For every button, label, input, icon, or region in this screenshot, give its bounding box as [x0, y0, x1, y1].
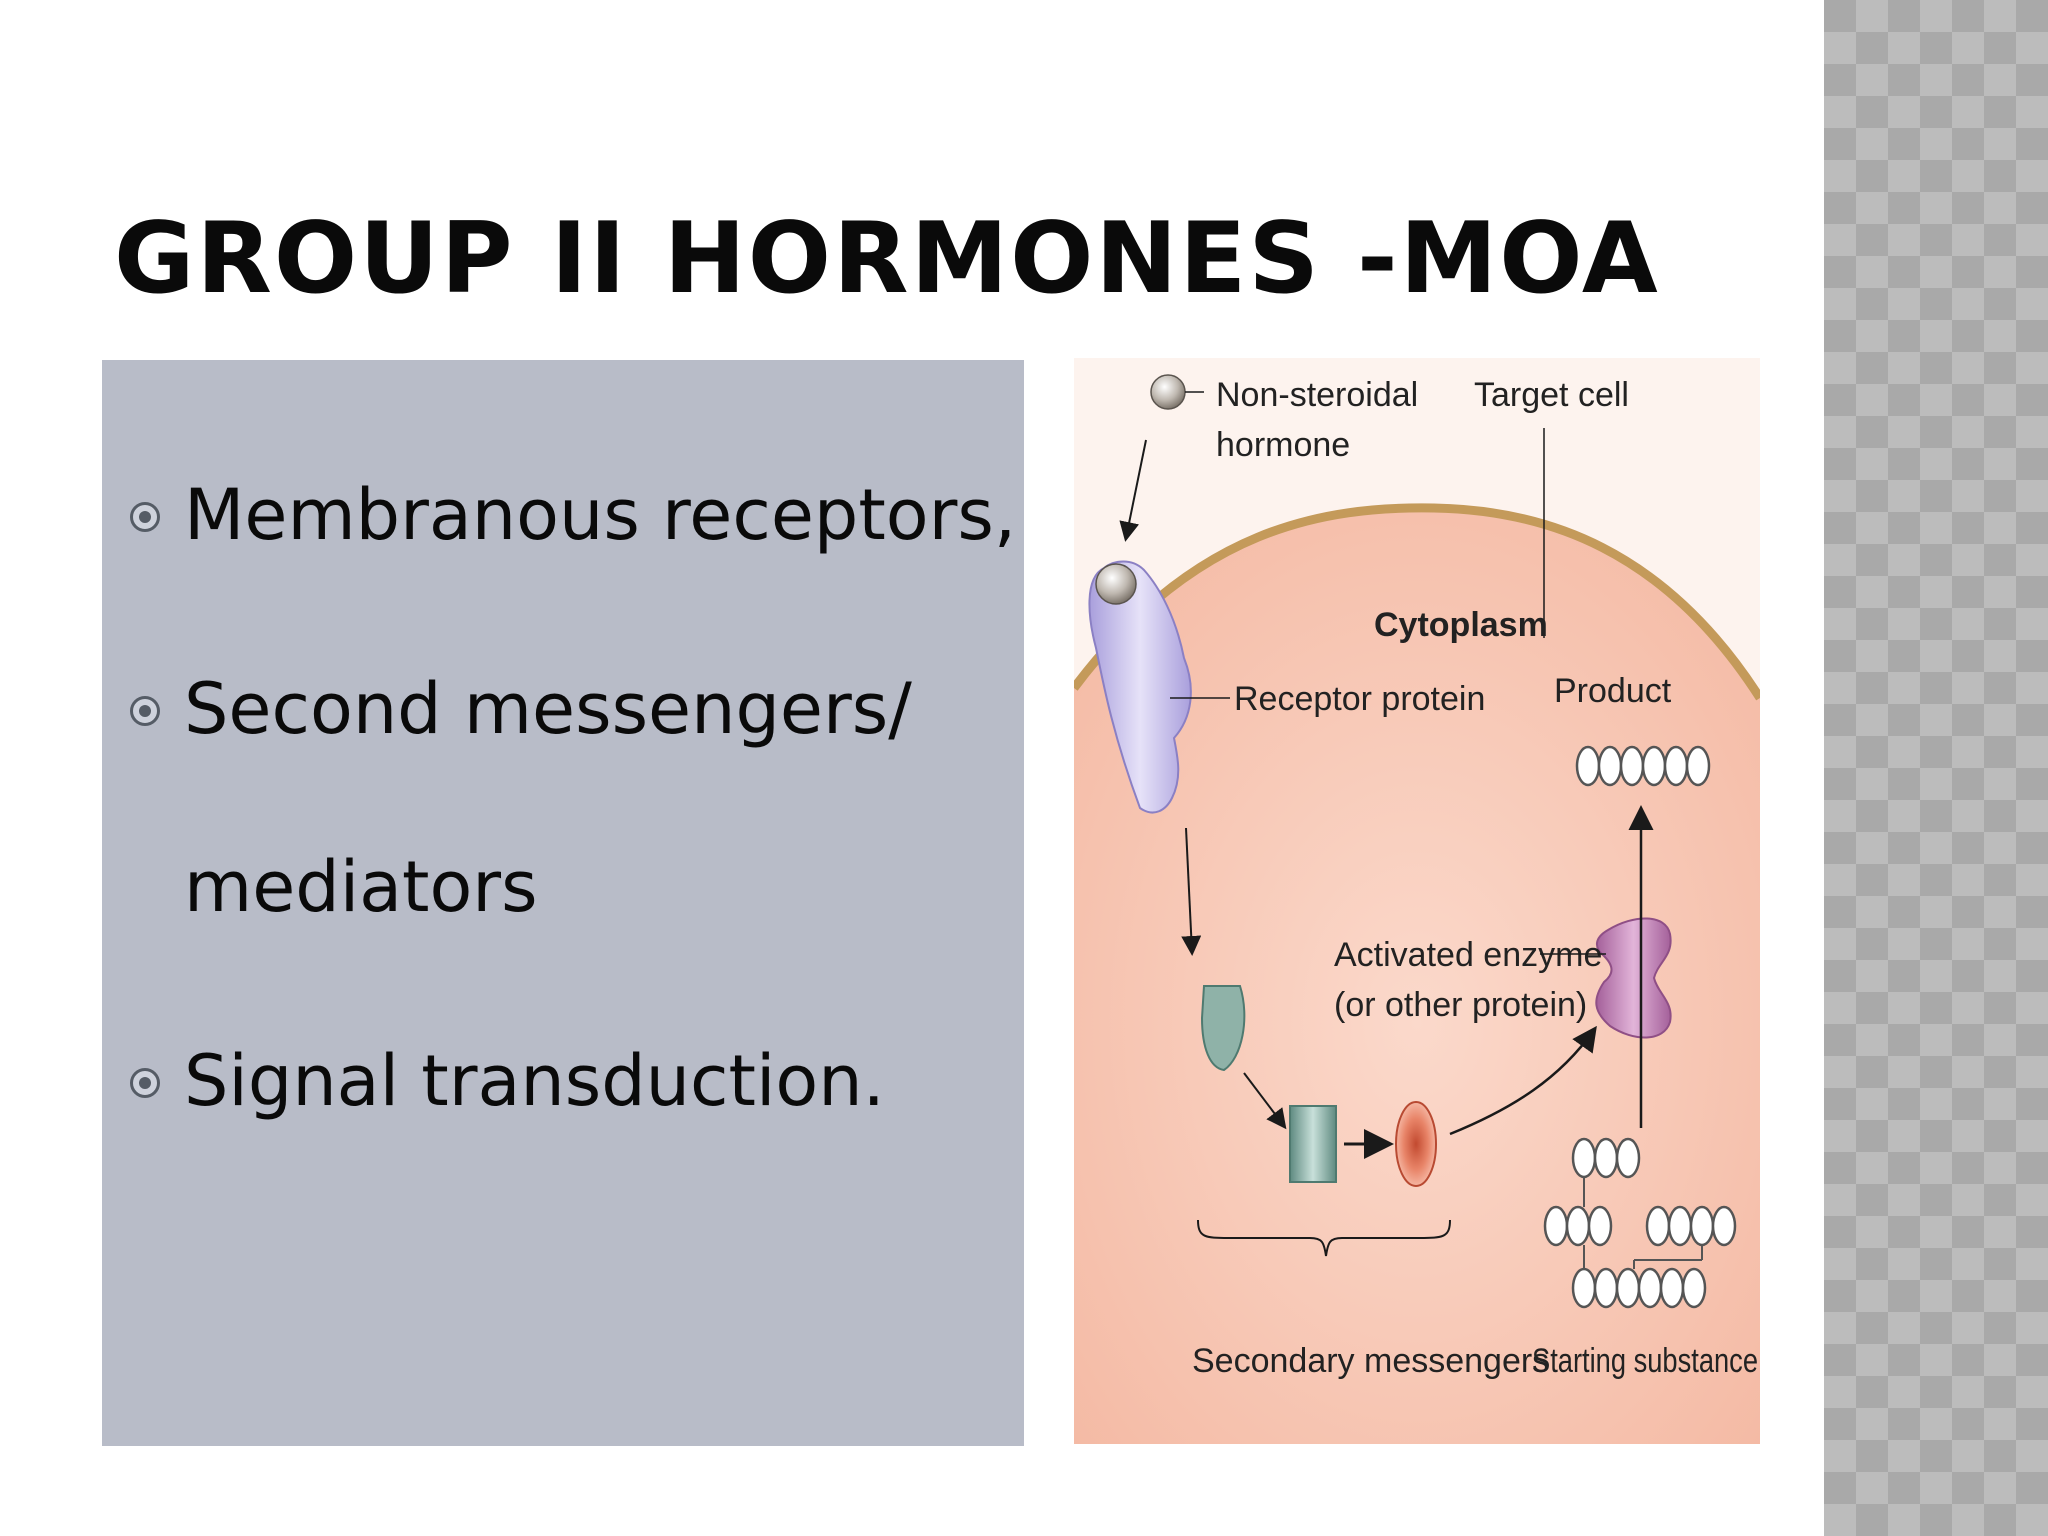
label-receptor-protein: Receptor protein [1234, 680, 1485, 718]
receptor-protein-icon [1088, 560, 1192, 814]
label-enzyme-line1: Activated enzyme [1334, 936, 1602, 974]
label-enzyme-line2: (or other protein) [1334, 986, 1587, 1024]
starting-substance-molecules-icon [1543, 1137, 1737, 1309]
label-cytoplasm: Cytoplasm [1374, 606, 1548, 644]
label-hormone-line2: hormone [1216, 426, 1350, 464]
bullet-panel: Membranous receptors, Second messengers/… [102, 360, 1024, 1446]
hormone-mechanism-diagram: Non-steroidal hormone Target cell Cytopl… [1070, 358, 1764, 1445]
bound-hormone-icon [1095, 563, 1137, 605]
cell-membrane [1070, 503, 1764, 701]
bullet-text: Membranous receptors, [184, 474, 1017, 556]
slide-title: GROUP II HORMONES -MOA [114, 202, 1660, 316]
bullet-text: Signal transduction. [184, 1040, 885, 1122]
label-hormone-line1: Non-steroidal [1216, 376, 1418, 414]
messenger-oval-icon [1395, 1101, 1437, 1187]
activated-enzyme-icon [1595, 917, 1672, 1039]
diagram-svg: Non-steroidal hormone Target cell Cytopl… [1070, 358, 1764, 1445]
bullet-marker-icon [130, 1068, 160, 1098]
label-target-cell: Target cell [1474, 376, 1629, 414]
product-molecules-icon [1575, 745, 1711, 787]
decorative-side-pattern [1824, 0, 2048, 1536]
bullet-text-continuation: mediators [184, 846, 538, 928]
cytoplasm-region [1074, 507, 1760, 1445]
messenger-square-icon [1289, 1105, 1337, 1183]
arrow-icon [1243, 1072, 1287, 1130]
label-product: Product [1554, 672, 1672, 710]
label-starting-substance: Starting substance [1532, 1342, 1758, 1380]
arrow-icon [1449, 1025, 1597, 1136]
bullet-marker-icon [130, 502, 160, 532]
brace-icon [1197, 1219, 1451, 1257]
arrow-icon [1181, 827, 1202, 956]
bullet-text: Second messengers/ [184, 668, 912, 750]
hormone-icon [1150, 374, 1186, 410]
bullet-marker-icon [130, 696, 160, 726]
messenger-shape-icon [1200, 985, 1246, 1072]
molecule-bonds [1583, 1177, 1703, 1269]
label-secondary-messengers: Secondary messengers [1192, 1342, 1549, 1380]
arrow-icon [1119, 439, 1147, 542]
